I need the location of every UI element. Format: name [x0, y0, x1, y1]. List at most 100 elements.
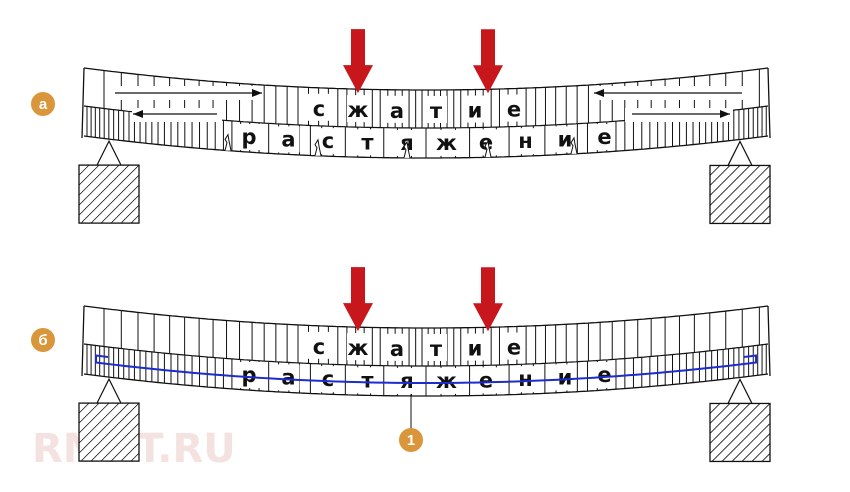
left-support-hatch	[78, 402, 130, 454]
right-support-hatch	[741, 433, 771, 462]
tension-letter-plate	[356, 129, 379, 156]
beam-bottom-edge	[83, 135, 769, 159]
left-support-hatch	[78, 164, 100, 186]
right-support-hatch	[709, 165, 721, 176]
arrow-plate	[132, 108, 222, 122]
load-arrow-right	[473, 29, 503, 94]
tension-letter: е	[479, 130, 493, 154]
compression-letter-plate	[425, 333, 447, 361]
tension-letter: н	[518, 367, 533, 391]
left-support-hatch	[130, 452, 140, 462]
tension-letter: н	[518, 129, 533, 153]
tension-arrow-right-head	[720, 110, 730, 118]
left-support-hatch	[120, 442, 140, 462]
tension-letter: р	[241, 125, 256, 149]
beam-right-end	[767, 67, 771, 139]
tension-crack	[314, 138, 322, 156]
compression-letter: и	[468, 337, 483, 361]
panel-a-badge-circle	[31, 92, 55, 116]
tension-arrow-left-head	[133, 110, 143, 118]
right-support-hatch	[751, 205, 771, 224]
panel-a-marker: а	[31, 92, 55, 116]
compression-letter-plate	[347, 333, 369, 361]
tension-letter-plate	[277, 126, 300, 153]
left-support-hatch	[78, 164, 110, 196]
rebar-badge-circle	[399, 428, 423, 452]
tension-crack	[403, 140, 411, 159]
tension-letter: я	[400, 369, 413, 393]
left-support-hatch	[130, 214, 140, 224]
tension-letter: а	[281, 127, 295, 151]
compression-letter-plate	[308, 331, 330, 359]
left-support-hatch	[78, 164, 90, 176]
beam-left-end	[81, 67, 85, 139]
tension-letter: е	[597, 363, 611, 387]
compression-letter-plate	[308, 93, 330, 121]
compression-arrow-left-head	[252, 89, 262, 97]
tension-letter: е	[597, 125, 611, 149]
right-support-pin	[727, 378, 753, 405]
tension-letter-plate	[356, 367, 379, 394]
compression-letter: ж	[348, 336, 369, 360]
right-support-hatch	[741, 195, 771, 224]
beam-top-edge	[83, 305, 769, 329]
tension-crack	[224, 133, 232, 151]
tension-letter-plate	[435, 129, 458, 156]
tension-letter-plate	[435, 367, 458, 394]
left-support-hatch	[78, 402, 110, 434]
tension-letter: ж	[436, 369, 457, 393]
compression-letter-plate	[464, 333, 486, 361]
left-support-pin	[96, 139, 122, 166]
load-arrow-right	[473, 267, 503, 332]
left-support-hatch	[80, 402, 140, 462]
tension-letter-plate	[396, 367, 418, 394]
tension-letter: е	[479, 368, 493, 392]
left-support-hatch	[100, 184, 140, 224]
compression-letter: ж	[348, 98, 369, 122]
tension-letter-plate	[238, 362, 260, 389]
right-support-pin	[727, 140, 753, 167]
right-support-hatch	[709, 165, 741, 196]
tension-letter-plate	[317, 128, 339, 155]
tension-letter-plate	[593, 124, 616, 151]
tension-letter-plate	[317, 366, 339, 393]
tension-letter: т	[361, 368, 374, 392]
left-support-hatch	[100, 422, 140, 462]
compression-letter-plate	[386, 95, 408, 123]
compression-letter: и	[468, 99, 483, 123]
compression-letter-plate	[503, 94, 525, 122]
neutral-axis-line	[83, 343, 769, 367]
tension-letter: ж	[436, 131, 457, 155]
compression-letter: т	[430, 99, 443, 123]
compression-arrow-right-head	[594, 89, 604, 97]
right-support-hatch	[731, 423, 771, 462]
tension-letter-plate	[554, 126, 576, 153]
right-support-hatch	[751, 443, 771, 462]
right-support-hatch	[709, 403, 751, 444]
left-support-hatch	[110, 432, 140, 462]
load-arrow-left	[343, 29, 373, 94]
right-support-hatch	[721, 175, 771, 224]
right-support-hatch	[709, 403, 761, 454]
compression-letter-plate	[503, 332, 525, 360]
compression-letter-plate	[464, 95, 486, 123]
compression-letter-plate	[386, 333, 408, 361]
tension-letter-plate	[475, 367, 497, 394]
reinforcement-bar	[95, 354, 757, 385]
compression-letter: е	[507, 98, 521, 122]
right-support-hatch	[709, 403, 731, 424]
tension-letter-plate	[475, 129, 497, 156]
left-support-hatch	[90, 174, 140, 224]
right-support-hatch	[709, 165, 751, 206]
compression-letter: т	[430, 337, 443, 361]
tension-letter: с	[322, 367, 334, 391]
tension-crack	[484, 139, 492, 158]
left-support-hatch	[90, 412, 140, 462]
panel-b-badge-circle	[31, 328, 55, 352]
tension-letter-plate	[514, 128, 537, 155]
arrow-plate	[625, 108, 733, 122]
tension-letter-plate	[238, 124, 260, 151]
